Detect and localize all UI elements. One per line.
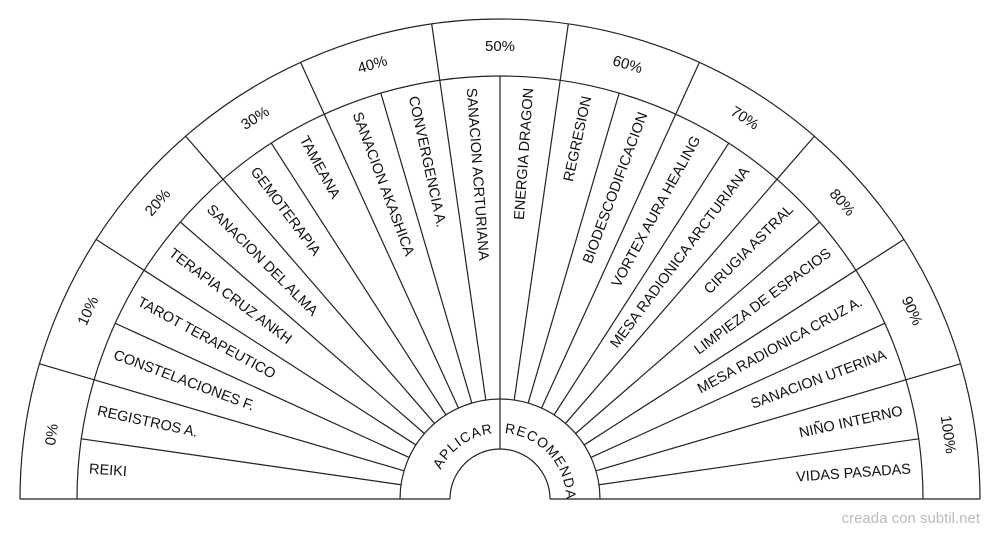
option-label: ENERGIA DRAGON xyxy=(512,87,537,220)
item-divider xyxy=(540,113,677,409)
item-divider xyxy=(575,221,821,434)
item-divider xyxy=(222,178,435,424)
percent-label: 10% xyxy=(74,294,102,328)
watermark: creada con subtil.net xyxy=(841,510,980,527)
percent-label: 40% xyxy=(356,52,390,77)
option-label: MESA RADIONICA CRUZ A. xyxy=(695,294,865,397)
percent-divider xyxy=(905,363,961,381)
item-divider xyxy=(583,269,857,446)
percent-label: 70% xyxy=(727,103,761,134)
option-label: VIDAS PASADAS xyxy=(796,461,912,485)
item-divider xyxy=(380,92,473,404)
option-label: NIÑO INTERNO xyxy=(798,402,905,441)
percent-label: 20% xyxy=(142,186,175,220)
item-divider xyxy=(598,438,919,486)
percent-divider xyxy=(675,62,700,115)
percent-label: 80% xyxy=(826,186,859,220)
percent-label: 60% xyxy=(611,52,645,77)
percent-divider xyxy=(39,363,95,381)
item-divider xyxy=(439,80,487,401)
recomendar-label: RECOMENDAR xyxy=(0,0,578,500)
option-label: SANACION AKASHICA xyxy=(349,110,417,259)
option-label: REGISTROS A. xyxy=(96,403,199,440)
percent-divider xyxy=(185,135,224,180)
item-divider xyxy=(270,142,447,416)
percent-divider xyxy=(559,23,569,81)
option-label: SANACION DEL ALMA xyxy=(203,202,321,320)
item-divider xyxy=(81,438,402,486)
percent-divider xyxy=(431,23,441,81)
item-divider xyxy=(93,379,405,472)
option-label: CONVERGENCIA A. xyxy=(405,95,449,229)
aplicar-label: APLICAR xyxy=(429,420,494,471)
option-label: SANACION ACRTURIANA xyxy=(463,87,491,261)
percent-label: 50% xyxy=(485,38,515,55)
item-divider xyxy=(323,113,460,409)
percent-divider xyxy=(300,62,325,115)
item-divider xyxy=(143,269,417,446)
percent-label: 90% xyxy=(898,294,926,328)
option-label: REIKI xyxy=(88,461,127,480)
item-divider xyxy=(565,178,778,424)
percent-divider xyxy=(855,238,905,271)
item-divider xyxy=(513,80,561,401)
item-divider xyxy=(590,322,886,459)
item-divider xyxy=(527,92,620,404)
arc-3 xyxy=(19,18,981,500)
option-label: LIMPIEZA DE ESPACIOS xyxy=(692,246,835,359)
percent-divider xyxy=(776,135,815,180)
item-divider xyxy=(179,221,425,434)
item-divider xyxy=(114,322,410,459)
option-label: REGRESION xyxy=(561,95,595,183)
item-divider xyxy=(553,142,730,416)
item-divider xyxy=(595,379,907,472)
percent-label: 30% xyxy=(238,103,272,134)
percent-label: 0% xyxy=(42,423,62,447)
arc-0 xyxy=(449,448,551,500)
percent-label: 100% xyxy=(937,414,959,454)
percent-divider xyxy=(95,238,145,271)
